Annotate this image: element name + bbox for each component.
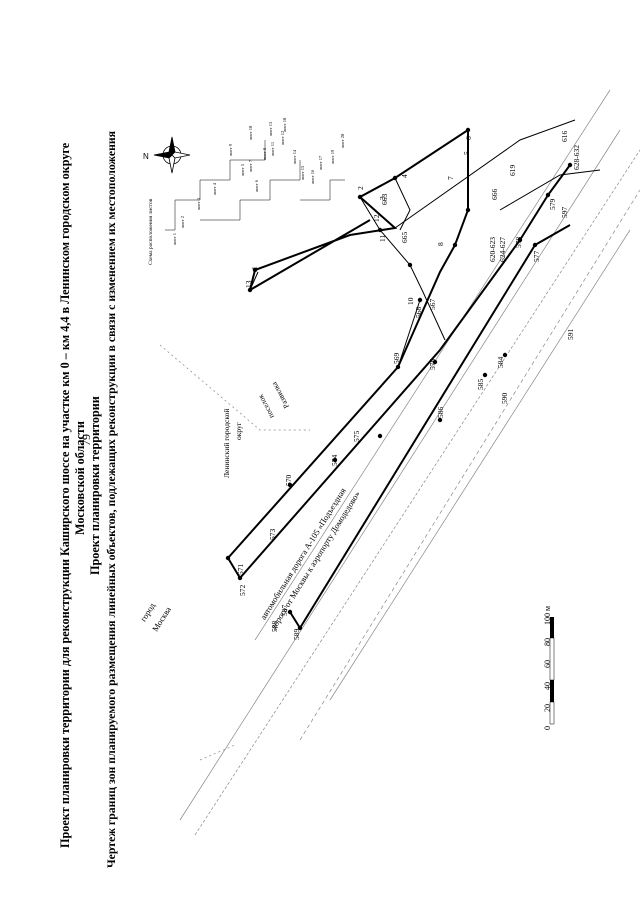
sheet-label: лист 5 [240,164,245,176]
zone-boundary-inner [394,177,411,231]
sheet-label: лист 14 [292,149,297,164]
point-label: 589 [292,628,301,640]
point-label: 579 [548,198,557,210]
point-label: 578 [514,236,523,248]
point-label: 586 [436,406,445,418]
district-label: Ленинский городской [222,408,231,478]
point-label: 11 [378,234,387,242]
point-label: 7 [446,176,455,180]
point-label: 577 [532,250,541,262]
sheet-label: лист 12 [280,130,285,145]
scale-label: 100 м [543,605,552,625]
scale-label: 20 [543,704,552,712]
point-label: 568 [414,306,423,318]
sheet-label: лист 20 [340,133,345,148]
point-label: 4 [400,174,409,178]
sheet-label: лист 7 [248,160,253,172]
point-label: 591 [566,328,575,340]
point-label: 587 [280,604,289,616]
point-label: 12 [372,214,381,223]
point-label: 584 [496,356,505,368]
sheet-label: лист 9 [228,144,233,156]
point-label: 590 [500,392,509,404]
sheet-scheme [165,140,345,231]
point-label: 570 [284,474,293,486]
point-label: 616 [560,130,569,142]
boundary-line [159,344,310,431]
sheet-label: лист 11 [270,141,275,156]
point-label: 575 [352,430,361,442]
point-label: 663 [380,193,389,205]
zone-boundary-inner [249,271,259,291]
point-label: 569 [392,352,401,364]
compass-rose: N [143,136,191,174]
point-label: 572 [238,584,247,596]
point-label: 574 [330,454,339,466]
zone-boundary-inner [499,169,601,211]
point-label: 13 [244,280,253,289]
sheet-label: лист 3 [196,198,201,210]
point-label: 5 [462,151,471,155]
point-label: 1 [250,266,259,270]
sheet-label: лист 15 [300,165,305,180]
sheet-label: лист 1 [172,233,177,245]
compass-label: N [143,152,149,161]
scale-label: 60 [543,660,552,668]
point-label: 6 [464,136,473,140]
sheet-label: лист 13 [268,121,273,136]
point-label: 665 [400,231,409,243]
zone-boundary-inner [394,119,576,229]
point-label: 666 [490,188,499,200]
sheet-label: лист 18 [282,117,287,132]
road-edge-line [194,149,640,836]
zone-boundary-inner [397,299,421,368]
scale-bar [549,617,555,725]
sheet-label: лист 10 [248,125,253,140]
sheet-label: лист 17 [318,155,323,170]
sheet-label: лист 19 [330,149,335,164]
point-label: 2 [356,186,365,190]
point-label: 567 [428,298,437,310]
road-edge-line [329,229,631,701]
zone-boundary-left [227,557,241,579]
point-label: 10 [406,297,415,306]
sheet-scheme-title: Схема расположения листов [148,198,154,265]
sheet-label: лист 6 [254,180,259,192]
point-label: 624-627 [498,237,507,262]
scale-label: 80 [543,638,552,646]
sheet-label: лист 8 [262,148,267,160]
road-edge-line [254,89,611,641]
zone-boundary-upper [227,128,469,559]
sheet-label: лист 4 [212,183,217,195]
scale-label: 40 [543,682,552,690]
point-label: 585 [476,378,485,390]
boundary-line [199,744,236,761]
point-label: 619 [508,164,517,176]
point-label: 576 [428,358,437,370]
sheet-label: лист 16 [310,169,315,184]
district-label: округ [234,422,243,440]
point-label: 588 [270,620,279,632]
scale-label: 0 [543,726,552,730]
point-label: 8 [436,242,445,246]
point-label: 628-632 [572,145,581,170]
zone-boundary-bottom [289,611,301,629]
point-label: 573 [268,528,277,540]
road-edge-line [299,189,640,741]
sheet-label: лист 2 [180,216,185,228]
pole-dots [225,127,573,631]
point-label: 597 [560,206,569,218]
point-label: 571 [236,563,245,575]
point-label: 620-623 [488,237,497,262]
road-edge-line [179,129,621,821]
zone-boundary-middle [239,164,571,579]
